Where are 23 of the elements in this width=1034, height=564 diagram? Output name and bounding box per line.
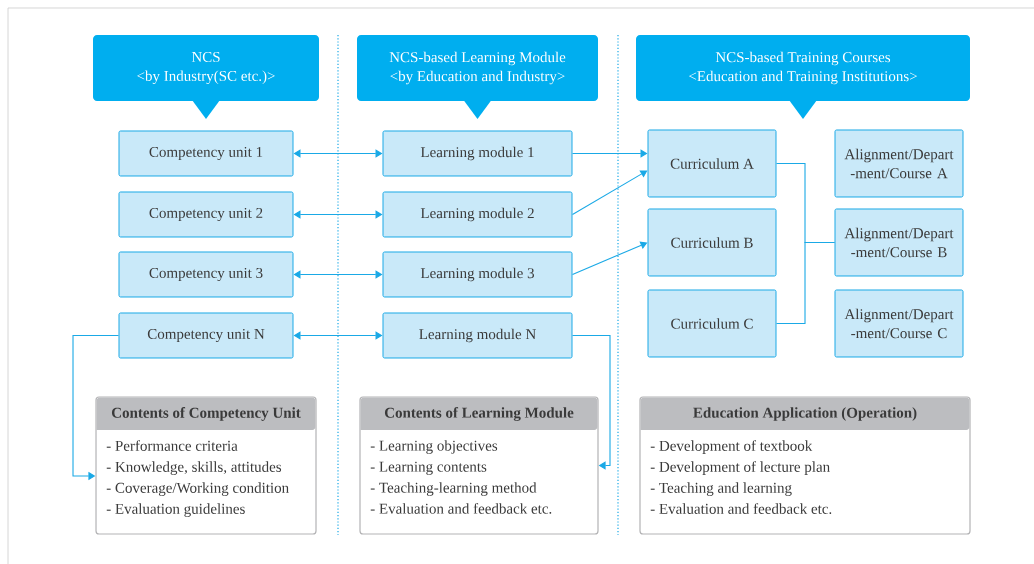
unit-box: Competency unit 3 [118, 251, 294, 298]
unit-box: Learning module 2 [382, 191, 573, 238]
unit-box: Learning module 1 [382, 130, 573, 177]
unit-box: Alignment/Depart -ment/Course C [834, 289, 964, 358]
unit-box: Competency unit 1 [118, 130, 294, 177]
unit-box: Learning module 3 [382, 251, 573, 298]
content-panel: Education Application (Operation) - Development of textbook - Development of lecture plan - Teaching and learning - Evaluation and feedback etc. [639, 396, 971, 535]
unit-box: Curriculum A [647, 129, 777, 198]
arrow [571, 170, 648, 216]
arrow [571, 241, 648, 276]
unit-box: Competency unit N [118, 312, 294, 359]
header-callout: NCS-based Training Courses <Education and Training Institutions> [636, 35, 970, 119]
unit-box: Alignment/Depart -ment/Course B [834, 208, 964, 277]
unit-box: Competency unit 2 [118, 191, 294, 238]
header-callout: NCS <by Industry(SC etc.)> [93, 35, 319, 119]
unit-box: Curriculum B [647, 208, 777, 277]
content-panel: Contents of Competency Unit - Performance criteria - Knowledge, skills, attitudes - Coverage/Working condition - Evaluation guidelines [95, 396, 317, 535]
header-callout: NCS-based Learning Module <by Education and Industry> [357, 35, 598, 119]
unit-box: Alignment/Depart -ment/Course A [834, 129, 964, 198]
unit-box: Curriculum C [647, 289, 777, 358]
unit-box: Learning module N [382, 312, 573, 359]
arrow [571, 334, 611, 470]
content-panel: Contents of Learning Module - Learning objectives - Learning contents - Teaching-learning method - Evaluation and feedback etc. [359, 396, 599, 535]
